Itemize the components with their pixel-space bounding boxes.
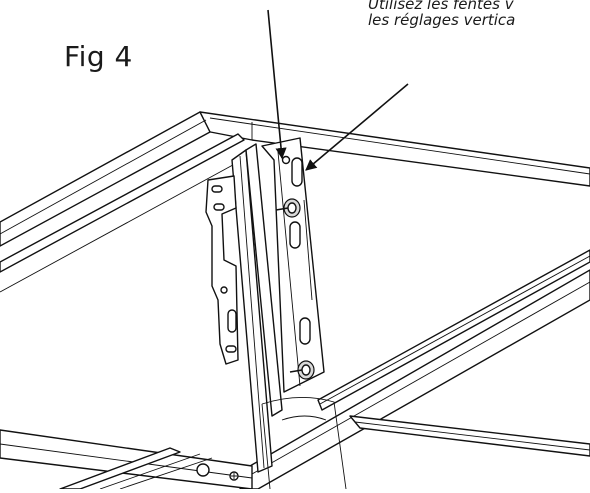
lower-bolt bbox=[289, 360, 315, 380]
lower-adjustment-slot bbox=[299, 317, 311, 345]
vertical-post bbox=[231, 143, 283, 473]
right-adjustment-bracket bbox=[261, 137, 325, 393]
figure-label: Fig 4 bbox=[64, 40, 133, 73]
bottom-front-rail bbox=[0, 429, 253, 490]
leader-arrow-slot bbox=[305, 83, 409, 171]
instruction-note-line-2: les réglages vertica bbox=[368, 11, 516, 29]
instruction-note-line-1: Utilisez les fentes v bbox=[368, 0, 514, 13]
basin-opening bbox=[261, 397, 347, 490]
bracket-hole bbox=[281, 155, 291, 165]
front-rail-bolt bbox=[196, 463, 239, 481]
left-mounting-bracket bbox=[205, 175, 239, 365]
left-top-rail bbox=[0, 111, 245, 293]
upper-adjustment-slot bbox=[291, 157, 303, 187]
lower-cross-rail bbox=[349, 415, 590, 457]
leader-arrow-upper bbox=[267, 9, 287, 160]
instruction-note: Utilisez les fentes v les réglages verti… bbox=[368, 0, 515, 28]
middle-adjustment-slot bbox=[289, 221, 301, 249]
upper-bolt bbox=[275, 198, 301, 218]
